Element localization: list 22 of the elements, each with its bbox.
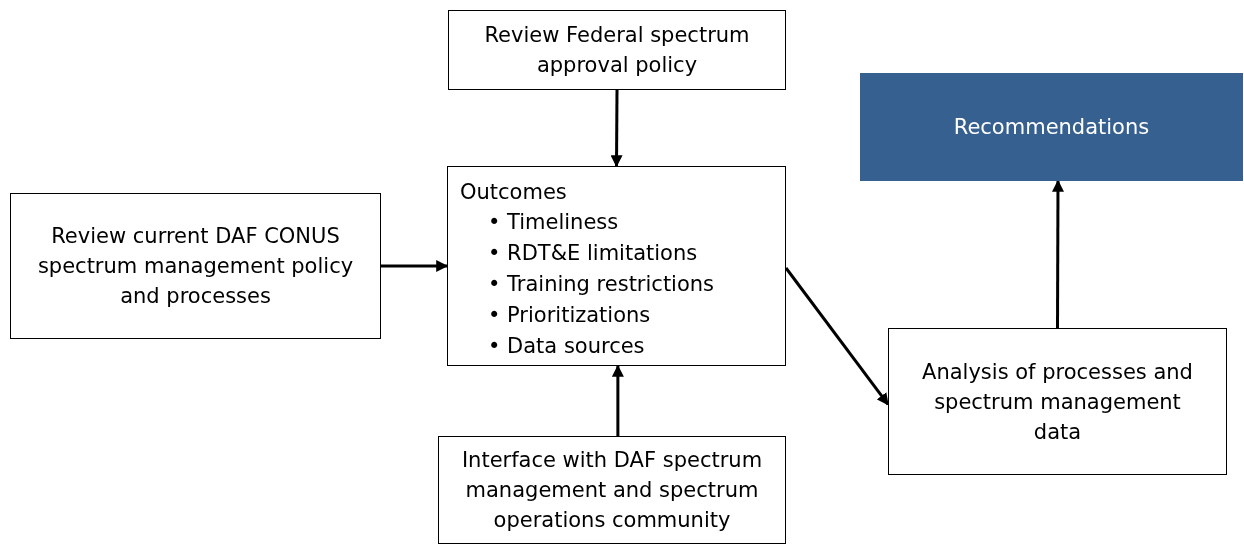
box-text: Analysis of processes and spectrum management data (921, 358, 1194, 446)
bullet-item: • RDT&E limitations (488, 240, 699, 267)
box-text: Review Federal spectrum approval policy (483, 22, 751, 79)
process-box (888, 328, 1227, 475)
result-box (860, 73, 1243, 181)
bullet-item: • Data sources (488, 333, 646, 360)
box-text: Interface with DAF spectrum management and spectrum operations community (460, 447, 764, 534)
bullet-item: • Prioritizations (488, 302, 652, 329)
arrow (381, 260, 449, 272)
outcomes-box (447, 166, 786, 366)
box-text: Review current DAF CONUS spectrum management policy and processes (36, 223, 355, 310)
bullet-item: • Timeliness (488, 209, 620, 236)
arrow (1051, 179, 1064, 328)
box-text: Recommendations (953, 114, 1150, 141)
box-heading: Outcomes (460, 179, 567, 206)
process-box (10, 193, 381, 339)
process-box (448, 10, 786, 90)
arrow (784, 267, 890, 406)
arrow (610, 90, 623, 168)
process-box (438, 436, 786, 544)
bullet-item: • Training restrictions (488, 271, 715, 298)
arrow (611, 364, 624, 436)
